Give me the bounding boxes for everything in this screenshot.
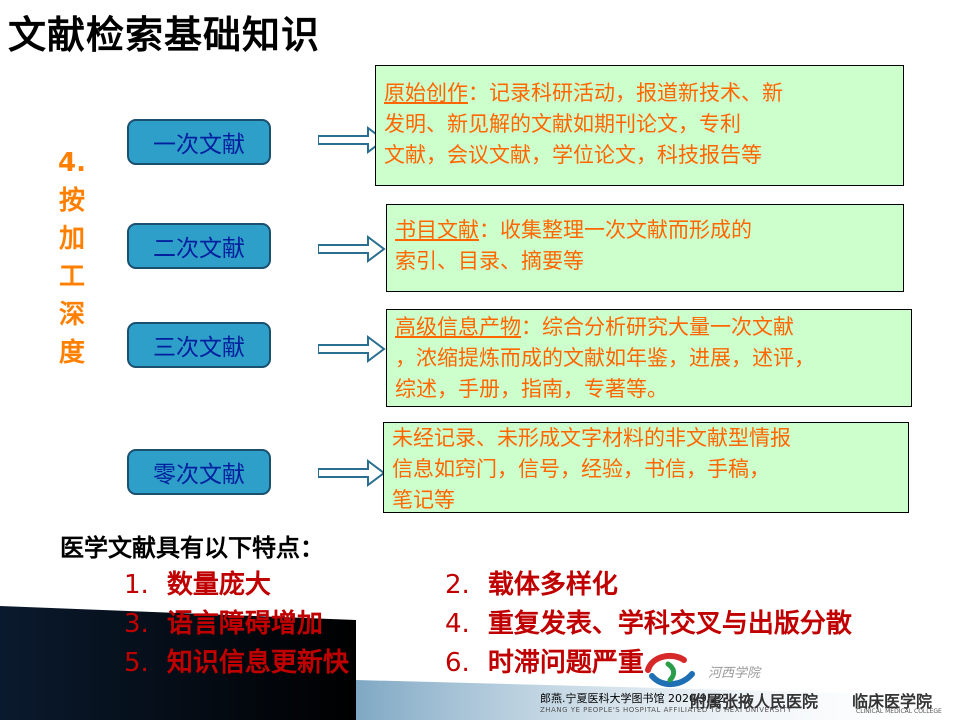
side-label-char: 工 <box>58 262 85 292</box>
definition-line: 索引、目录、摘要等 <box>395 249 584 273</box>
slide-title: 文献检索基础知识 <box>8 13 321 57</box>
definition-line: 未经记录、未形成文字材料的非文献型情报 <box>392 426 791 450</box>
feature-number: 4. <box>445 609 470 639</box>
definition-line: 文献，会议文献，学位论文，科技报告等 <box>384 143 762 167</box>
definition-box-tertiary: 高级信息产物：综合分析研究大量一次文献 ，浓缩提炼而成的文献如年鉴，进展，述评，… <box>386 309 912 407</box>
definition-line: 发明、新见解的文献如期刊论文，专利 <box>384 112 741 136</box>
feature-item: 2. 载体多样化 <box>445 564 618 601</box>
feature-number: 3. <box>124 609 149 639</box>
arrow-right-icon <box>318 335 386 363</box>
footer-hospital-en: ZHANG YE PEOPLE'S HOSPITAL AFFILIATED TO… <box>540 706 792 714</box>
definition-box-secondary: 书目文献：收集整理一次文献而形成的 索引、目录、摘要等 <box>386 204 904 292</box>
side-label-char: 深 <box>58 300 85 330</box>
footer-college-en: CLINICAL MEDICAL COLLEGE <box>856 708 942 715</box>
feature-number: 6. <box>445 648 470 678</box>
feature-text: 知识信息更新快 <box>166 648 349 678</box>
definition-line: 信息如窍门，信号，经验，书信，手稿， <box>392 457 770 481</box>
category-zero: 零次文献 <box>127 449 271 495</box>
seal-text: 河西学院 <box>708 666 761 681</box>
feature-number: 2. <box>445 570 470 600</box>
features-heading: 医学文献具有以下特点： <box>60 534 324 562</box>
feature-number: 5. <box>124 648 149 678</box>
feature-item: 6. 时滞问题严重 <box>445 642 644 679</box>
definition-line: ：综合分析研究大量一次文献 <box>521 315 794 339</box>
definition-line: 笔记等 <box>392 488 455 512</box>
feature-number: 1. <box>124 570 149 600</box>
definition-line: ：记录科研活动，报道新技术、新 <box>468 81 783 105</box>
footer-author: 郎燕.宁夏医科大学图书馆 2020/9/22 <box>540 692 725 705</box>
category-tertiary: 三次文献 <box>127 322 271 368</box>
arrow-right-icon <box>318 235 386 263</box>
feature-item: 3. 语言障碍增加 <box>124 603 323 640</box>
category-primary: 一次文献 <box>127 119 271 165</box>
feature-item: 1. 数量庞大 <box>124 564 271 601</box>
definition-term: 高级信息产物 <box>395 315 521 339</box>
side-label-char: 加 <box>58 224 85 254</box>
definition-term: 原始创作 <box>384 81 468 105</box>
feature-item: 5. 知识信息更新快 <box>124 642 349 679</box>
feature-text: 数量庞大 <box>166 570 271 600</box>
category-secondary: 二次文献 <box>127 223 271 269</box>
feature-text: 时滞问题严重 <box>487 648 644 678</box>
arrow-right-icon <box>318 459 386 487</box>
side-label-char: 按 <box>58 186 85 216</box>
definition-box-zero: 未经记录、未形成文字材料的非文献型情报 信息如窍门，信号，经验，书信，手稿， 笔… <box>383 422 909 513</box>
definition-term: 书目文献 <box>395 218 479 242</box>
feature-text: 重复发表、学科交叉与出版分散 <box>487 609 852 639</box>
feature-item: 4. 重复发表、学科交叉与出版分散 <box>445 603 852 640</box>
side-label-char: 4. <box>58 148 86 178</box>
definition-line: ，浓缩提炼而成的文献如年鉴，进展，述评， <box>395 346 815 370</box>
definition-line: ：收集整理一次文献而形成的 <box>479 218 752 242</box>
footer-college: 临床医学院 <box>852 692 933 711</box>
footer-hospital: 附属张掖人民医院 <box>690 692 819 711</box>
definition-line: 综述，手册，指南，专著等。 <box>395 377 668 401</box>
definition-box-primary: 原始创作：记录科研活动，报道新技术、新 发明、新见解的文献如期刊论文，专利 文献… <box>375 65 904 186</box>
feature-text: 载体多样化 <box>487 570 618 600</box>
side-label: 4. 按 加 工 深 度 <box>54 144 90 372</box>
feature-text: 语言障碍增加 <box>166 609 323 639</box>
decorative-band <box>0 606 960 720</box>
side-label-char: 度 <box>58 338 85 368</box>
hospital-logo-icon <box>645 652 695 687</box>
